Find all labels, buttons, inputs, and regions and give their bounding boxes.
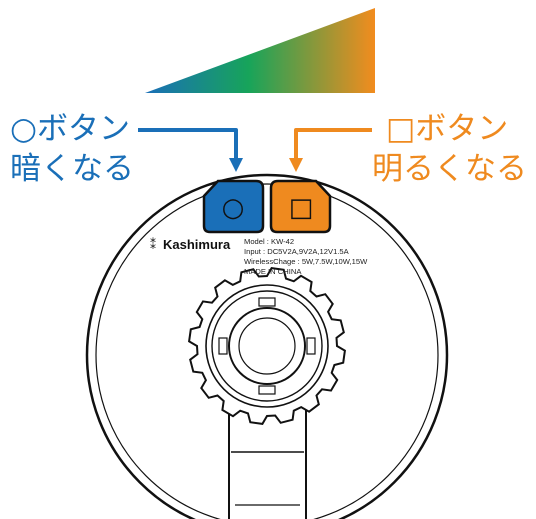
circle-button-label-line1: ○ボタン — [10, 111, 131, 147]
brand-logo: ⁑ Kashimura — [150, 237, 231, 252]
spec-label: Model : KW-42 Input : DC5V2A,9V2A,12V1.5… — [244, 237, 368, 276]
brand-name: Kashimura — [163, 237, 231, 252]
left-arrow-head — [229, 158, 243, 172]
right-leader-line — [294, 128, 372, 160]
square-button[interactable]: □ — [269, 179, 332, 234]
square-button-symbol: □ — [289, 193, 314, 223]
adjustment-knob — [188, 267, 346, 425]
spec-input: Input : DC5V2A,9V2A,12V1.5A — [244, 247, 350, 256]
circle-button-symbol: ○ — [222, 193, 245, 223]
left-leader-line — [138, 128, 238, 160]
spec-model: Model : KW-42 — [244, 237, 294, 246]
brightness-gradient-wedge — [145, 8, 375, 93]
spec-origin: MADE IN CHINA — [244, 267, 302, 276]
circle-button-label-line2: 暗くなる — [10, 151, 134, 187]
square-button-label-line1: □ボタン — [386, 111, 509, 147]
right-arrow-head — [289, 158, 303, 172]
brand-logo-mark: ⁑ — [150, 237, 156, 252]
square-button-label-line2: 明るくなる — [372, 151, 527, 187]
mount-stem — [228, 405, 307, 519]
spec-wireless: WirelessChage : 5W,7.5W,10W,15W — [244, 257, 368, 266]
circle-button[interactable]: ○ — [202, 179, 265, 234]
